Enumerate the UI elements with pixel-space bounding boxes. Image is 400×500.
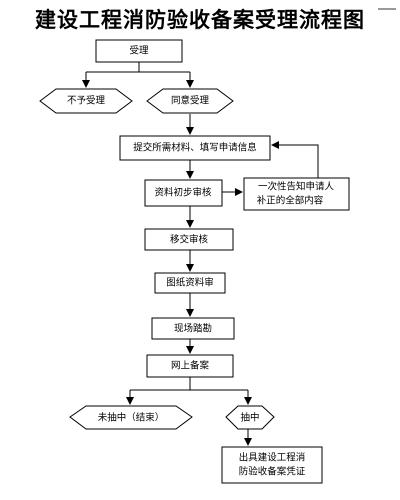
- label-precheck: 资料初步审核: [154, 187, 212, 199]
- node-notify: [243, 177, 350, 211]
- node-not-sampled: [69, 405, 193, 430]
- label-site-survey: 现场踏勘: [174, 323, 212, 335]
- node-site-survey: [151, 317, 235, 340]
- label-not-sampled: 未抽中（结束）: [98, 412, 165, 424]
- page-title: 建设工程消防验收备案受理流程图: [35, 7, 365, 32]
- label-agree: 同意受理: [171, 95, 210, 107]
- label-online-filing: 网上备案: [171, 360, 210, 372]
- label-accept: 受理: [129, 45, 149, 57]
- label-reject: 不予受理: [67, 95, 106, 107]
- connectors: [82, 62, 319, 446]
- label-notify-line1: 一次性告知申请人: [258, 181, 335, 193]
- label-submit: 提交所需材料、填写申请信息: [133, 142, 257, 154]
- node-submit: [119, 135, 271, 161]
- label-submit-review: 移交审核: [170, 234, 209, 246]
- arrow-loop-to-submit: [271, 141, 319, 178]
- label-certificate-line2: 防验收备案凭证: [239, 466, 306, 478]
- label-drawing-review: 图纸资料审: [166, 277, 214, 289]
- node-accept: [95, 39, 183, 63]
- node-drawing-review: [154, 272, 226, 294]
- label-notify-line2: 补正的全部内容: [257, 195, 324, 207]
- node-reject: [39, 88, 133, 114]
- node-certificate: [221, 446, 323, 484]
- label-sampled: 抽中: [240, 412, 259, 424]
- node-submit-review: [144, 228, 234, 251]
- node-online-filing: [146, 354, 234, 378]
- node-sampled: [225, 405, 275, 430]
- corner-line: [378, 8, 396, 10]
- node-agree: [146, 88, 234, 114]
- node-precheck: [144, 179, 223, 207]
- label-certificate-line1: 出具建设工程消: [239, 452, 306, 464]
